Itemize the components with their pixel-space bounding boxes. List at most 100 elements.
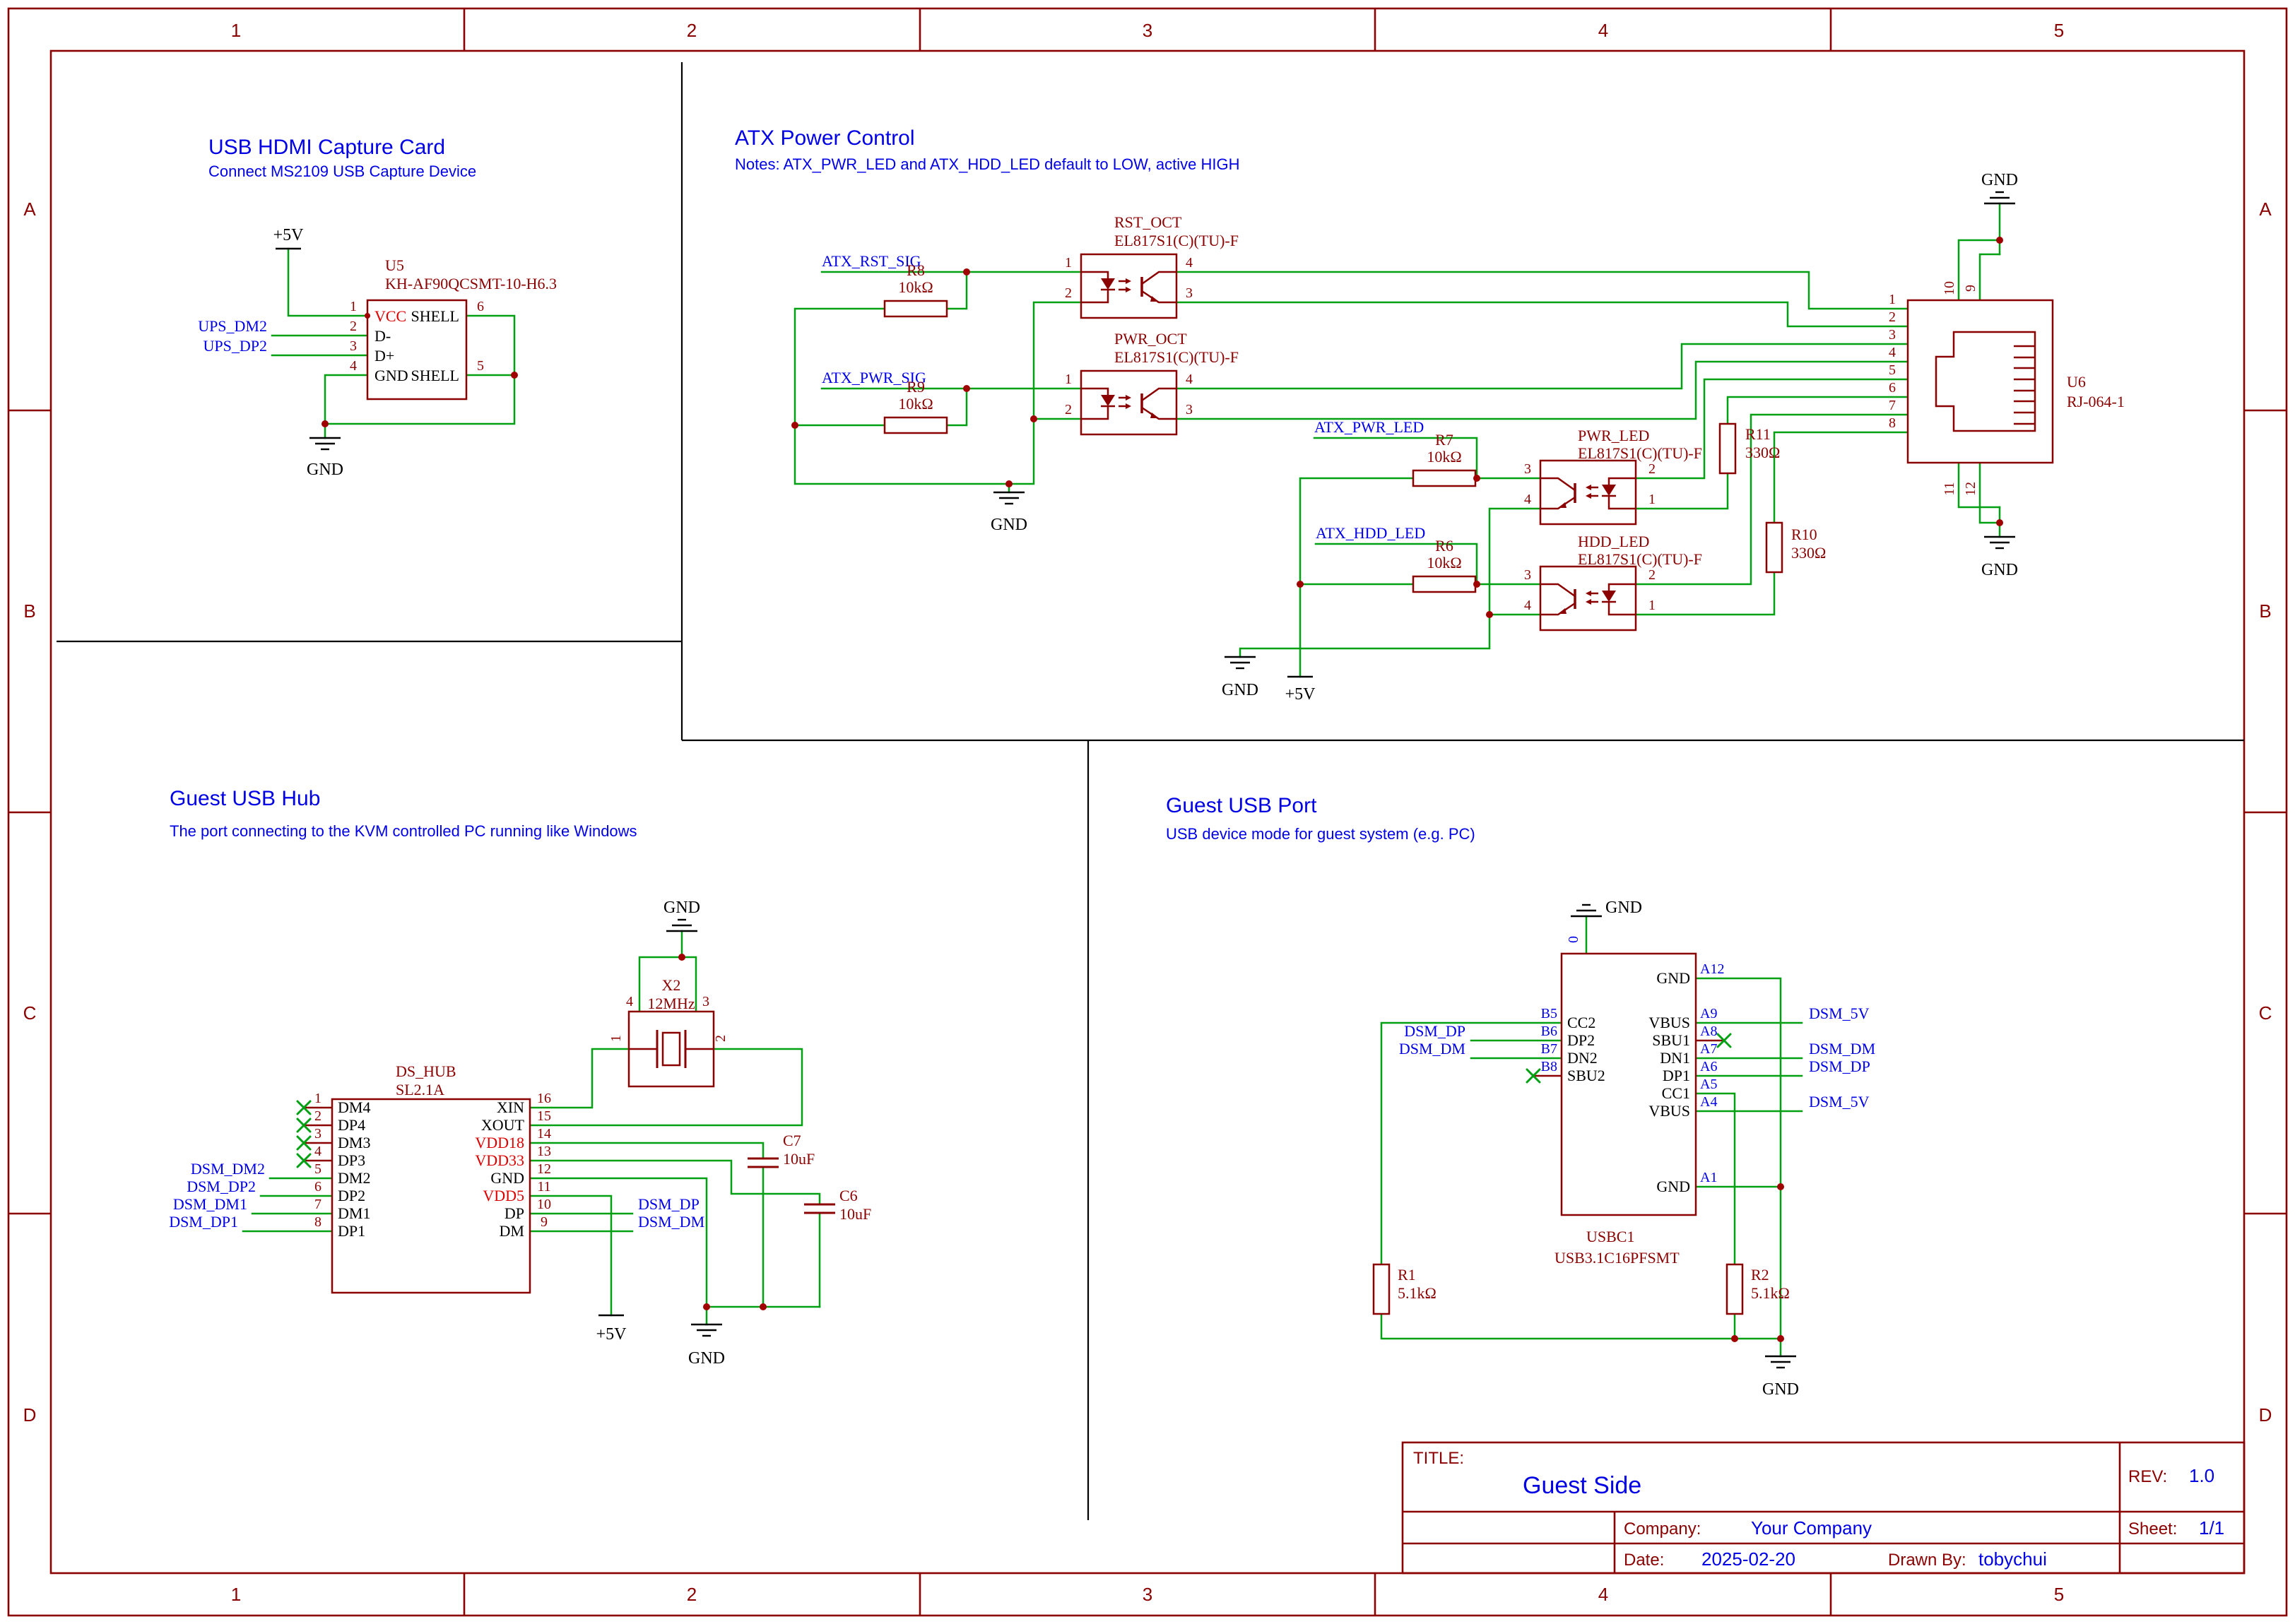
c7-ref: C7 (783, 1132, 801, 1149)
date-label: Date: (1624, 1551, 1664, 1570)
wires-capture (271, 247, 516, 439)
section-dividers (57, 62, 2244, 1520)
pin-designator: A12 (1700, 961, 1724, 977)
c6-ref: C6 (839, 1187, 858, 1204)
net-label-dsm-dm: DSM_DM (1399, 1040, 1465, 1057)
pin-number: 3 (1186, 402, 1193, 417)
pin-name: GND (1656, 1178, 1690, 1195)
resistor-r7 (1412, 469, 1477, 487)
component-hdd-led: HDD_LED EL817S1(C)(TU)-F 3 4 2 1 (1524, 533, 1702, 632)
c6-value: 10uF (839, 1205, 871, 1223)
u5-part: KH-AF90QCSMT-10-H6.3 (385, 275, 557, 292)
section-title: Guest USB Port (1166, 794, 1317, 817)
pwr-oct-ref: PWR_OCT (1114, 330, 1187, 348)
gnd-symbol (665, 918, 699, 932)
net-label-dsm-dp: DSM_DP (638, 1195, 700, 1213)
frame-row-label: A (23, 198, 36, 220)
pin-name: CC1 (1662, 1084, 1690, 1102)
net-label-dsm-dm2: DSM_DM2 (191, 1160, 265, 1178)
frame-col-label: 2 (687, 1584, 697, 1605)
section-subtitle: USB device mode for guest system (e.g. P… (1166, 825, 1475, 843)
section-title: USB HDMI Capture Card (208, 136, 445, 159)
gnd-label: GND (1222, 681, 1258, 699)
section-capture-card: USB HDMI Capture Card Connect MS2109 USB… (198, 136, 557, 479)
pin-designator: A5 (1700, 1077, 1717, 1092)
net-label-dsm-dm1: DSM_DM1 (173, 1195, 247, 1213)
company-value: Your Company (1751, 1517, 1872, 1539)
pin-number: 1 (314, 1091, 321, 1106)
pin-designator: B6 (1541, 1024, 1557, 1039)
p5v-label: +5V (1285, 685, 1316, 704)
pin-designator: B8 (1541, 1059, 1557, 1074)
r6-value: 10kΩ (1427, 554, 1461, 571)
gnd-symbol (1983, 191, 2017, 205)
pin-number: 1 (1065, 372, 1072, 387)
pin-name: DP (505, 1204, 524, 1222)
net-label-dsm-dm: DSM_DM (1809, 1040, 1875, 1057)
frame-col-label: 5 (2054, 20, 2064, 41)
hdd-led-part: EL817S1(C)(TU)-F (1578, 550, 1702, 568)
pin-number: 3 (1524, 567, 1531, 583)
rev-label: REV: (2128, 1467, 2167, 1486)
usbc1-part: USB3.1C16PFSMT (1554, 1249, 1680, 1267)
sheet-value: 1/1 (2199, 1517, 2224, 1539)
pin-name: XIN (497, 1098, 524, 1116)
frame-col-label: 1 (231, 1584, 241, 1605)
u6-part: RJ-064-1 (2067, 393, 2125, 410)
ds-hub-ref: DS_HUB (396, 1062, 456, 1080)
component-rst-oct: RST_OCT EL817S1(C)(TU)-F 1 2 4 3 (1065, 213, 1239, 319)
section-title: ATX Power Control (735, 126, 915, 150)
gnd-symbol (992, 491, 1026, 505)
frame-row-label: B (23, 600, 35, 622)
pin-number: 0 (1566, 936, 1581, 943)
pin-number: 9 (1963, 285, 1978, 292)
pin-number: 1 (1648, 598, 1656, 613)
pin-number: 4 (1524, 598, 1531, 613)
p5v-label: +5V (273, 226, 305, 244)
net-label-atx-rst-sig: ATX_RST_SIG (822, 252, 921, 270)
u6-body (1906, 299, 2054, 464)
net-label-dsm-5v: DSM_5V (1809, 1093, 1870, 1110)
pin-number: 10 (1942, 281, 1957, 295)
junction-dots (791, 237, 2003, 618)
pin-name: VBUS (1648, 1102, 1690, 1120)
pin-number: 13 (537, 1144, 551, 1159)
net-label-ups-dp2: UPS_DP2 (203, 337, 267, 355)
p5v-label: +5V (596, 1325, 627, 1344)
title-block: TITLE: Guest Side REV: 1.0 Company: Your… (1401, 1441, 2246, 1575)
pin-designator: B5 (1541, 1006, 1557, 1021)
title-label: TITLE: (1413, 1449, 1464, 1468)
pin-name: DN2 (1567, 1049, 1598, 1067)
component-u6: U6 RJ-064-1 1 2 3 4 5 6 7 8 10 9 11 12 (1889, 281, 2125, 496)
pin-name: DN1 (1660, 1049, 1690, 1067)
r11-ref: R11 (1745, 425, 1771, 443)
section-subtitle: Connect MS2109 USB Capture Device (208, 162, 476, 180)
pin-number: 4 (1186, 255, 1193, 271)
frame-row-label: D (23, 1404, 37, 1426)
section-notes: Notes: ATX_PWR_LED and ATX_HDD_LED defau… (735, 155, 1239, 173)
usbc1-ref: USBC1 (1586, 1228, 1634, 1245)
junction-dots (321, 313, 518, 427)
pin-name: SBU2 (1567, 1067, 1605, 1084)
pin-number: 2 (1065, 402, 1072, 417)
pin-number: 11 (1942, 482, 1957, 495)
junction-dots (1731, 1183, 1784, 1342)
frame-row-label: C (2259, 1002, 2272, 1024)
rst-oct-part: EL817S1(C)(TU)-F (1114, 232, 1239, 249)
frame-row-label: C (23, 1002, 37, 1024)
pin-number: 3 (702, 994, 709, 1009)
section-subtitle: The port connecting to the KVM controlle… (170, 822, 637, 840)
pin-number: 7 (314, 1197, 321, 1212)
pin-number: 5 (1889, 362, 1896, 378)
frame-col-label: 2 (687, 20, 697, 41)
component-x2: X2 12MHz 4 3 1 2 (608, 976, 728, 1088)
r8-value: 10kΩ (898, 278, 933, 296)
pin-number: 6 (1889, 380, 1896, 396)
pin-name: DP1 (338, 1222, 365, 1240)
resistor-r6 (1412, 575, 1477, 593)
pin-name: SBU1 (1652, 1031, 1690, 1049)
pin-number: 10 (537, 1197, 551, 1212)
net-label-atx-hdd-led: ATX_HDD_LED (1316, 524, 1425, 542)
pin-number: 5 (314, 1161, 321, 1177)
sheet-label: Sheet: (2128, 1519, 2177, 1539)
